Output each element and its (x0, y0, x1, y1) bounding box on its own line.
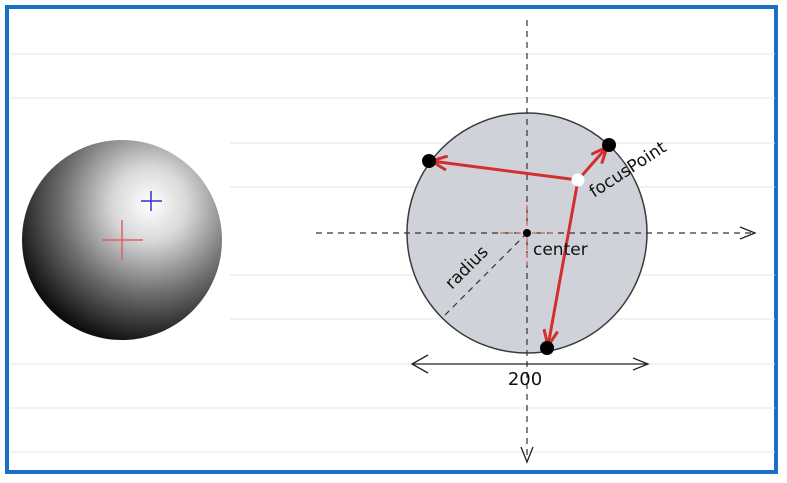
sketch-diagram: focusPoint center radius 200 (316, 20, 757, 464)
center-dot (523, 229, 531, 237)
edge-point-left (422, 154, 436, 168)
center-label: center (533, 240, 588, 260)
rendered-gradient-sphere (22, 140, 222, 340)
width-value-label: 200 (508, 369, 542, 390)
edge-point-top-right (602, 138, 616, 152)
focus-rays (431, 147, 607, 346)
focus-crosshair (141, 191, 162, 211)
center-crosshair (102, 220, 143, 260)
focus-point-marker (571, 173, 585, 187)
edge-point-bottom (540, 341, 554, 355)
width-dimension-arrow (410, 354, 650, 374)
